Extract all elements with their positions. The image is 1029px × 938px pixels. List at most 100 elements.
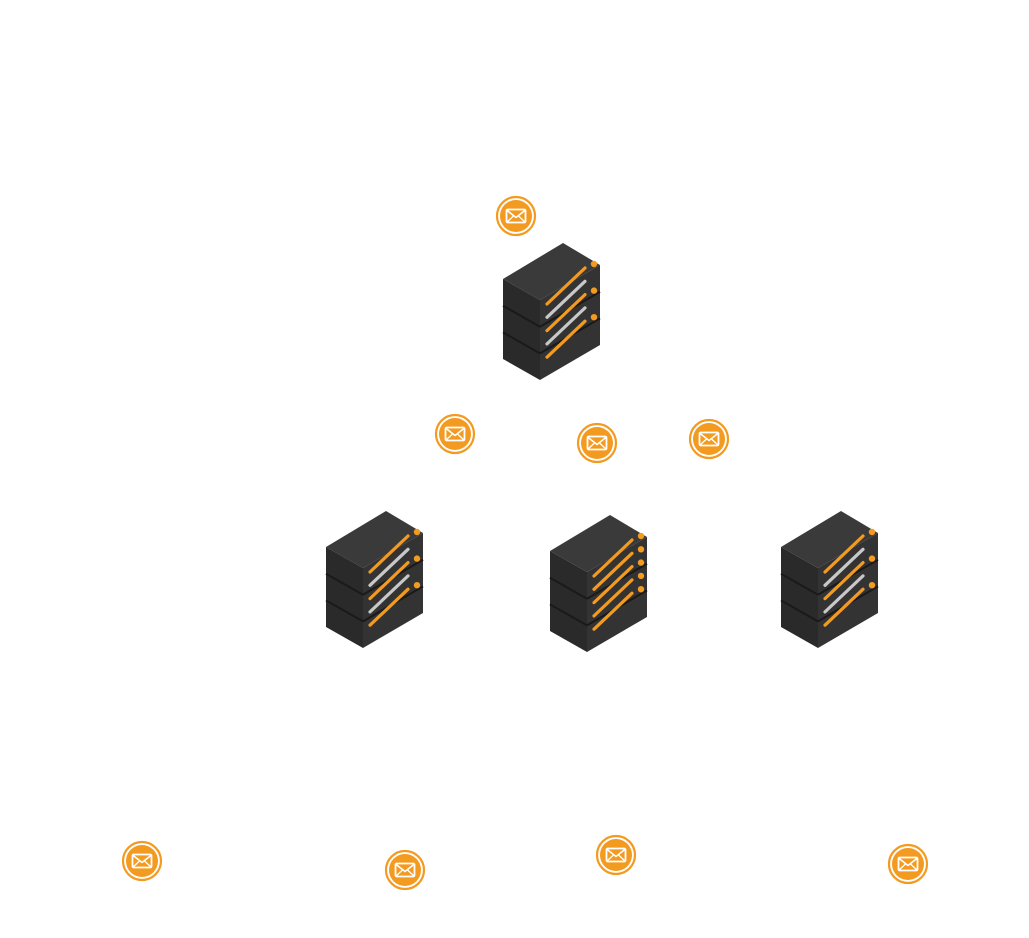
server-seam (325, 599, 364, 623)
mail-icon (495, 195, 537, 237)
server-slot-stripe (823, 574, 865, 614)
envelope-fold (587, 442, 595, 450)
mail-icon (434, 413, 476, 455)
mail-icon (688, 418, 730, 460)
server-seam (325, 572, 364, 596)
mail-icon (887, 843, 929, 885)
mail-mid-left (434, 413, 476, 455)
server-slot-stripe (592, 551, 634, 591)
server-seam (549, 603, 588, 627)
server-rack-icon (502, 243, 601, 380)
envelope-body (586, 435, 608, 451)
server-rack-icon (325, 511, 424, 648)
server-slot-stripe (368, 560, 410, 601)
mail-bottom-1 (121, 840, 163, 882)
server-left-face (503, 279, 540, 380)
mail-badge (892, 848, 924, 880)
server-seam (502, 304, 541, 328)
envelope-fold (407, 869, 415, 877)
server-led-icon (413, 528, 421, 536)
server-led-icon (637, 559, 645, 566)
server-led-icon (413, 555, 421, 562)
server-root (502, 243, 601, 380)
server-slot-stripe (592, 564, 634, 605)
envelope-fold (395, 869, 403, 877)
mail-bottom-3 (595, 834, 637, 876)
mail-mid-right (688, 418, 730, 460)
envelope-body (698, 431, 720, 447)
envelope-fold (132, 860, 140, 868)
server-left-face (781, 547, 818, 648)
server-slot-stripe (823, 534, 865, 574)
server-led-icon (637, 532, 645, 540)
mail-badge (439, 418, 471, 450)
envelope-flap (445, 427, 465, 437)
server-left (325, 511, 424, 648)
envelope-flap (699, 432, 719, 442)
envelope-fold (699, 438, 707, 446)
server-slot-stripe (592, 591, 634, 631)
server-top-face (550, 515, 647, 572)
mail-badge (500, 200, 532, 232)
server-led-icon (637, 572, 645, 580)
server-seam (780, 572, 819, 596)
server-led-icon (637, 546, 645, 553)
envelope-flap (506, 209, 526, 219)
envelope-fold (618, 854, 626, 862)
mail-root-top (495, 195, 537, 237)
server-top-face (326, 511, 423, 568)
server-led-icon (868, 555, 876, 562)
envelope-fold (506, 215, 514, 223)
mail-icon (384, 849, 426, 891)
server-slot-stripe (823, 560, 865, 601)
envelope-fold (457, 433, 465, 441)
envelope-fold (144, 860, 152, 868)
server-slot-stripe (592, 578, 634, 618)
server-rack-icon (549, 515, 648, 652)
envelope-flap (132, 854, 152, 864)
server-top-face (503, 243, 600, 300)
server-led-icon (590, 287, 598, 294)
envelope-body (505, 208, 527, 224)
server-led-icon (868, 528, 876, 536)
server-rack-icon (780, 511, 879, 648)
envelope-flap (606, 848, 626, 858)
server-led-icon (637, 586, 645, 593)
server-slot-stripe (368, 574, 410, 614)
mail-icon (576, 422, 618, 464)
server-slot-stripe (368, 587, 410, 627)
server-slot-stripe (545, 306, 587, 346)
mail-badge (581, 427, 613, 459)
envelope-flap (395, 863, 415, 873)
server-led-icon (590, 314, 598, 321)
envelope-fold (518, 215, 526, 223)
mail-badge (693, 423, 725, 455)
envelope-flap (587, 436, 607, 446)
mail-badge (389, 854, 421, 886)
server-seam (549, 576, 588, 600)
envelope-fold (445, 433, 453, 441)
envelope-fold (910, 863, 918, 871)
server-seam (502, 331, 541, 355)
mail-icon (121, 840, 163, 882)
server-slot-stripe (545, 292, 587, 333)
envelope-fold (606, 854, 614, 862)
server-slot-stripe (545, 279, 587, 319)
server-led-icon (868, 582, 876, 589)
mail-badge (600, 839, 632, 871)
envelope-fold (599, 442, 607, 450)
server-slot-stripe (368, 534, 410, 574)
server-slot-stripe (823, 547, 865, 587)
server-seam (780, 599, 819, 623)
envelope-fold (898, 863, 906, 871)
messages-layer (121, 195, 929, 891)
server-slot-stripe (592, 538, 634, 578)
envelope-body (605, 847, 627, 863)
server-slot-stripe (545, 266, 587, 306)
mail-bottom-4 (887, 843, 929, 885)
mail-icon (595, 834, 637, 876)
envelope-body (394, 862, 416, 878)
envelope-flap (898, 857, 918, 867)
server-slot-stripe (368, 547, 410, 587)
